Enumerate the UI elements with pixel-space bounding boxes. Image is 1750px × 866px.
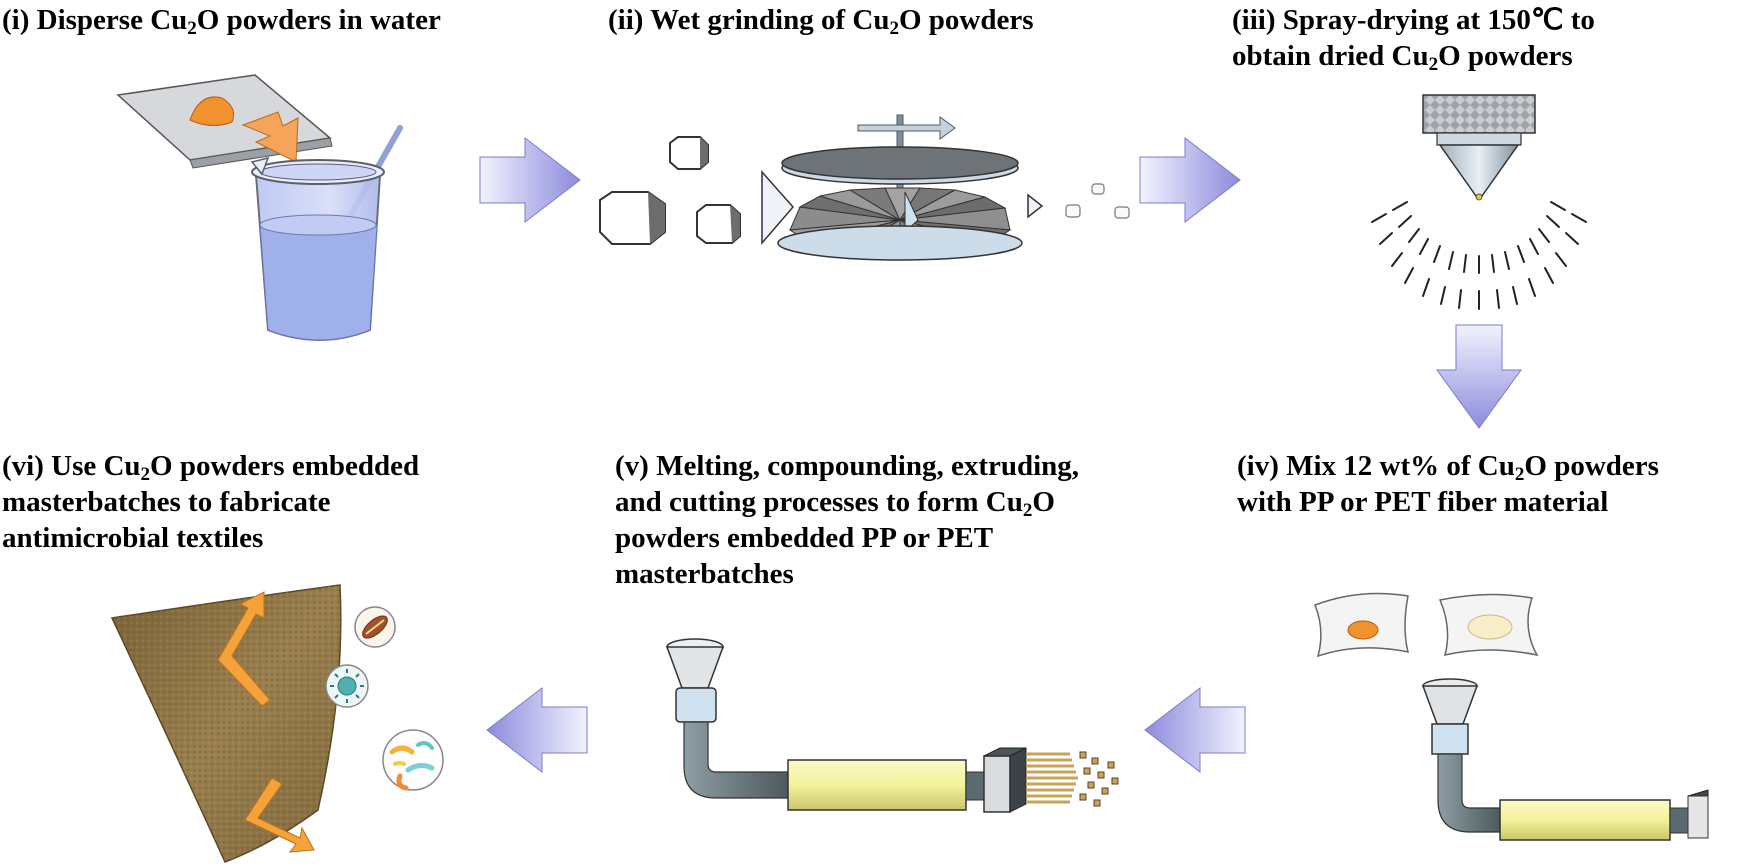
bacilli-microbe-icon [382, 729, 444, 791]
flow-arrow-1 [479, 136, 581, 224]
extruder-illustration [665, 638, 1119, 813]
grinding-mill-illustration [599, 114, 1130, 261]
repel-arrow [244, 777, 315, 853]
flow-arrow-4 [486, 686, 588, 774]
step-ii-label: (ii) Wet grinding of Cu2O powders [608, 4, 1034, 39]
textile-illustration [110, 584, 444, 863]
spray-lines [1371, 201, 1587, 310]
flow-arrow-3 [1144, 686, 1246, 774]
step-vi-label: (vi) Use Cu2O powders embedded masterbat… [2, 450, 420, 554]
masterbatch-pellets [1079, 751, 1119, 807]
flow-arrow-2 [1139, 136, 1241, 224]
extruded-strands [1026, 752, 1078, 804]
repel-arrow [217, 591, 271, 707]
step-i-label: (i) Disperse Cu2O powders in water [2, 4, 441, 39]
beaker-illustration [116, 74, 403, 341]
bacteria-microbe-icon [354, 606, 396, 648]
coarse-particle [669, 136, 709, 170]
coarse-particle [696, 204, 741, 244]
virus-microbe-icon [325, 664, 369, 708]
mixing-illustration [1314, 592, 1709, 841]
spray-nozzle-illustration [1371, 94, 1587, 310]
step-iii-label: (iii) Spray-drying at 150℃ to obtain dri… [1232, 4, 1595, 75]
step-v-label: (v) Melting, compounding, extruding, and… [615, 450, 1080, 590]
flow-arrow-down [1436, 324, 1522, 429]
step-iv-label: (iv) Mix 12 wt% of Cu2O powders with PP … [1237, 450, 1659, 518]
coarse-particle [599, 191, 666, 245]
